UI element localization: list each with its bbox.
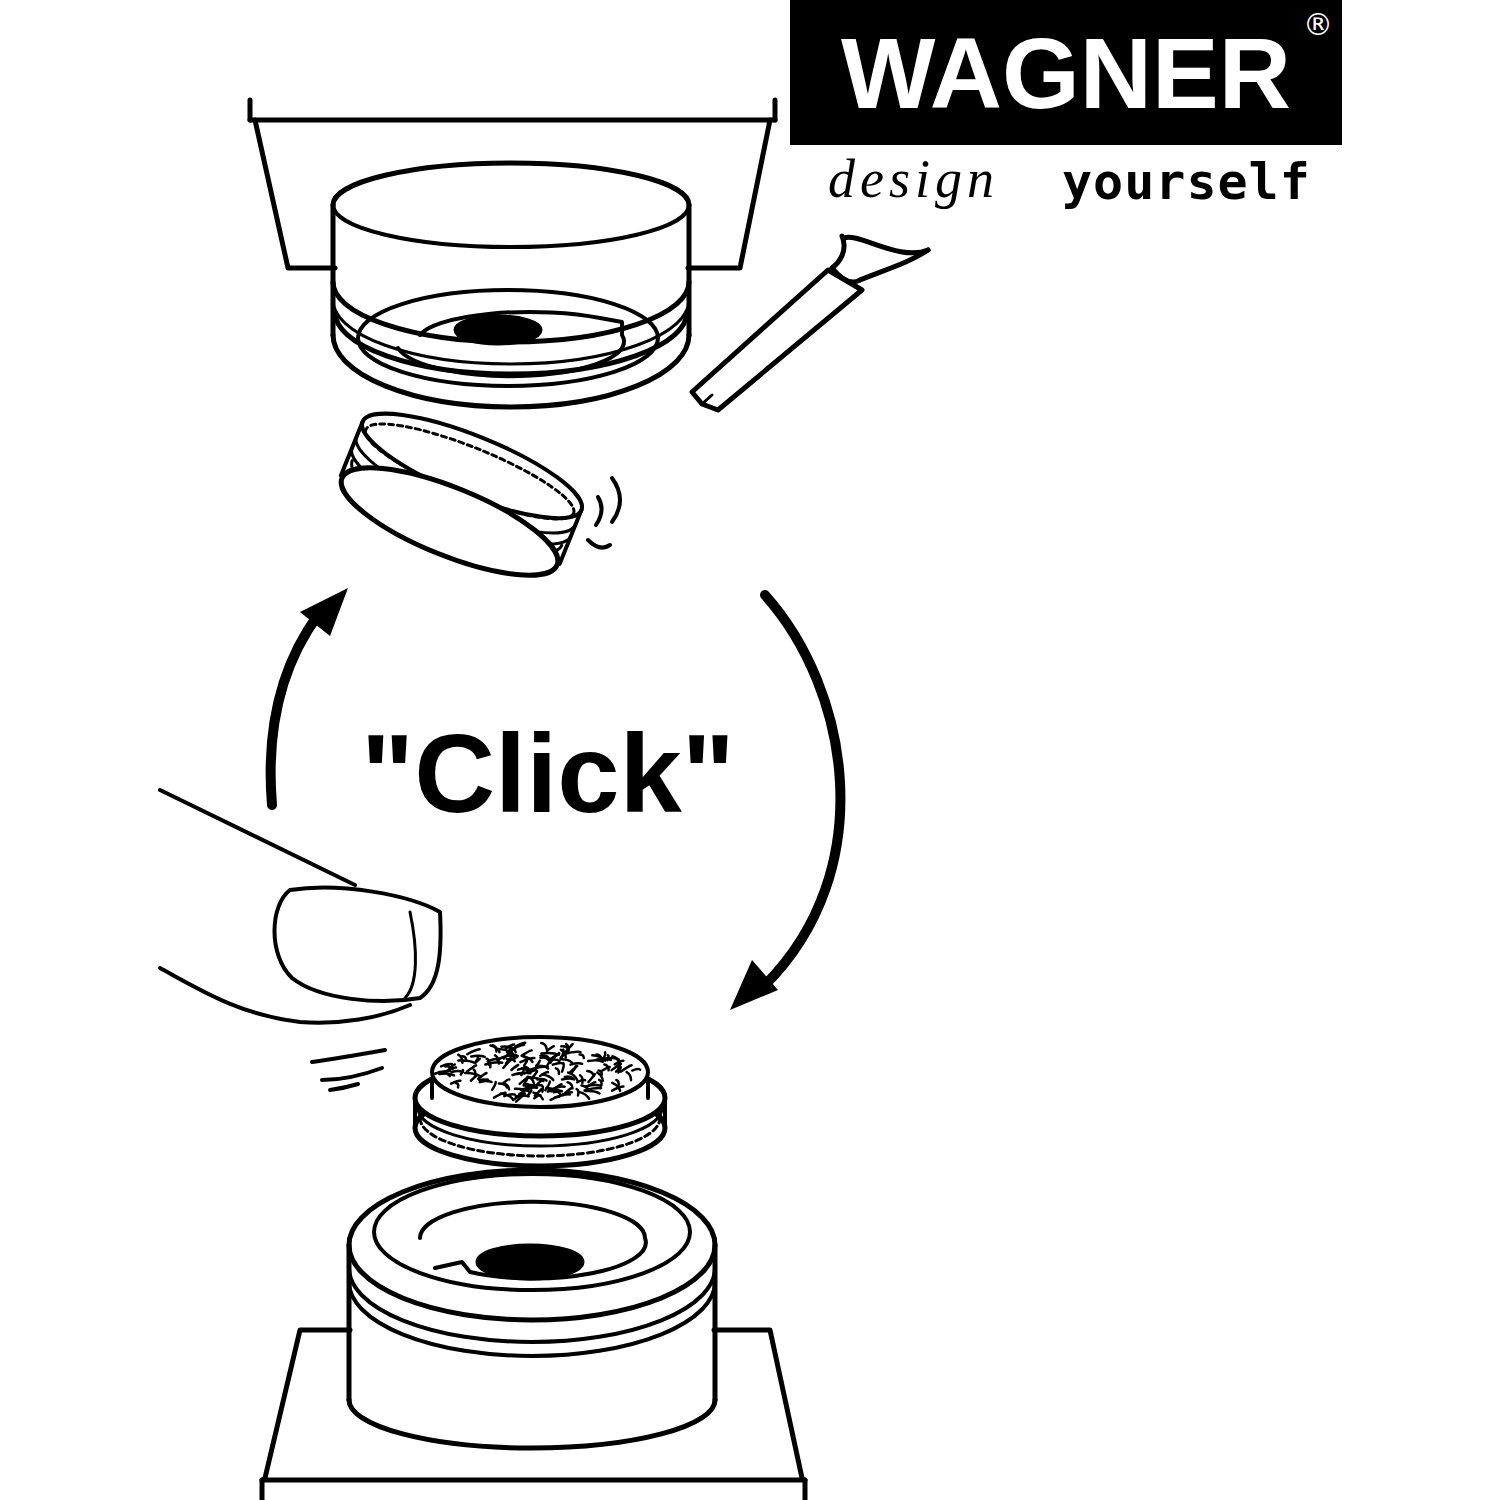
filter-mesh: [621, 1065, 631, 1071]
faucet-top: [250, 100, 775, 407]
filter-mesh: [520, 1077, 529, 1084]
aerator-insert-removed: [327, 394, 592, 597]
screwdriver: [692, 236, 928, 410]
filter-mesh: [551, 1084, 561, 1091]
brand-name: WAGNER: [790, 18, 1342, 128]
filter-mesh: [533, 1071, 537, 1077]
filter-mesh: [526, 1085, 541, 1087]
filter-mesh: [504, 1094, 515, 1096]
filter-mesh: [580, 1055, 584, 1058]
filter-mesh: [504, 1079, 510, 1082]
filter-mesh: [579, 1092, 590, 1099]
filter-mesh: [476, 1059, 480, 1063]
filter-mesh: [577, 1089, 579, 1095]
filter-mesh: [501, 1047, 515, 1050]
registered-mark: ®: [1298, 8, 1338, 41]
filter-mesh: [585, 1088, 601, 1091]
filter-mesh: [562, 1078, 574, 1079]
filter-mesh: [479, 1079, 487, 1081]
filter-mesh: [441, 1064, 452, 1066]
filter-mesh: [508, 1057, 517, 1062]
filter-mesh: [458, 1060, 475, 1062]
filter-mesh: [603, 1052, 605, 1060]
filter-mesh: [527, 1090, 531, 1096]
filter-mesh: [522, 1050, 532, 1055]
slogan-word: yourself: [1062, 155, 1311, 210]
filter-mesh: [504, 1084, 509, 1090]
filter-mesh: [627, 1072, 631, 1080]
filter-mesh: [550, 1055, 557, 1059]
filter-mesh: [553, 1063, 563, 1065]
filter-mesh: [540, 1055, 548, 1058]
motion-lines: [588, 478, 620, 548]
filter-mesh: [607, 1055, 608, 1060]
filter-mesh: [523, 1056, 532, 1061]
filter-mesh: [522, 1068, 528, 1073]
filter-mesh: [515, 1043, 525, 1047]
filter-mesh: [540, 1072, 548, 1076]
filter-mesh: [478, 1073, 486, 1079]
sound-label: "Click": [361, 712, 735, 835]
filter-mesh: [465, 1073, 480, 1077]
aerator-insert-new: [415, 1037, 665, 1166]
faucet-bottom: [262, 1170, 805, 1500]
filter-mesh: [586, 1085, 601, 1086]
cycle-arrows: [271, 588, 841, 1010]
filter-mesh: [604, 1065, 608, 1071]
slogan-word: design: [828, 150, 999, 209]
filter-mesh: [570, 1066, 578, 1073]
filter-mesh: [533, 1093, 542, 1100]
filter-mesh: [616, 1080, 618, 1086]
filter-mesh: [456, 1083, 458, 1087]
filter-mesh: [537, 1079, 546, 1081]
filter-mesh: [531, 1066, 548, 1069]
filter-mesh: [487, 1059, 489, 1065]
filter-mesh: [445, 1066, 452, 1069]
logo-box: WAGNER®: [790, 0, 1342, 145]
filter-mesh: [547, 1046, 554, 1051]
filter-mesh: [439, 1074, 454, 1076]
filter-mesh: [588, 1060, 603, 1061]
filter-mesh: [587, 1071, 594, 1076]
filter-mesh: [467, 1049, 479, 1054]
motion-lines: [312, 1050, 385, 1090]
filter-mesh: [474, 1070, 476, 1077]
filter-mesh: [515, 1089, 530, 1092]
filter-mesh: [612, 1087, 623, 1091]
filter-mesh: [617, 1066, 619, 1072]
filter-mesh: [560, 1092, 572, 1096]
filter-mesh: [537, 1061, 540, 1066]
filter-mesh: [597, 1054, 602, 1059]
filter-mesh: [534, 1095, 540, 1098]
filter-mesh: [492, 1082, 496, 1090]
filter-mesh: [508, 1055, 517, 1056]
filter-mesh: [598, 1071, 601, 1075]
filter-mesh: [566, 1044, 573, 1051]
filter-mesh: [556, 1068, 559, 1074]
filter-mesh: [615, 1061, 624, 1065]
filter-mesh: [516, 1094, 524, 1101]
filter-mesh: [493, 1045, 497, 1051]
filter-mesh: [435, 1071, 450, 1074]
filter-mesh: [554, 1091, 562, 1093]
filter-mesh: [599, 1080, 601, 1086]
filter-mesh: [541, 1043, 546, 1049]
filter-mesh: [490, 1046, 499, 1053]
filter-mesh: [551, 1097, 560, 1100]
filter-mesh: [495, 1055, 499, 1063]
filter-mesh: [452, 1071, 463, 1072]
filter-mesh: [458, 1055, 462, 1063]
filter-mesh: [632, 1069, 640, 1071]
filter-mesh: [586, 1091, 600, 1094]
